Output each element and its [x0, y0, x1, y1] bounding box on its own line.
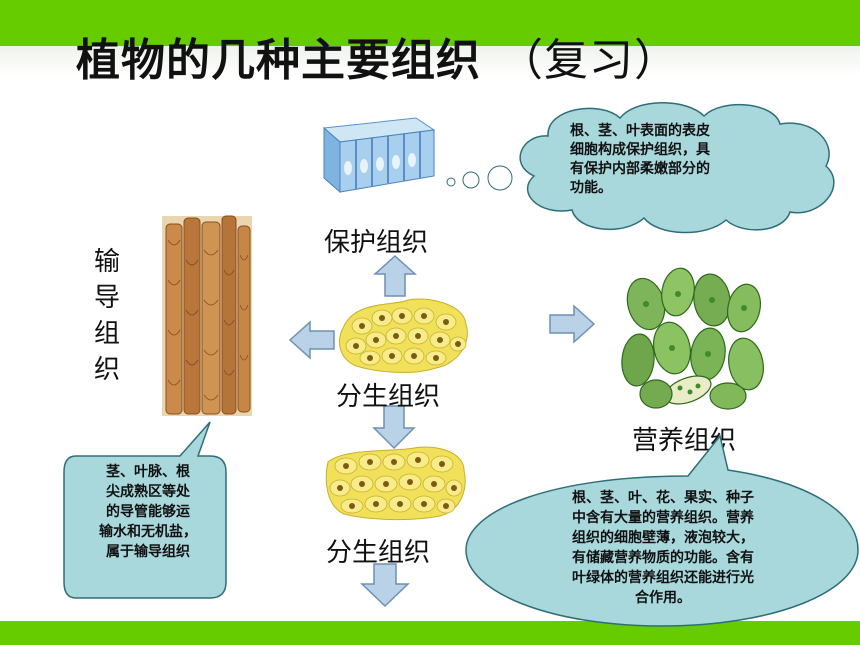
protective-tissue-label: 保护组织 — [324, 228, 429, 258]
nutrient-callout-text: 根、茎、叶、花、果实、种子 中含有大量的营养组织。营养 组织的细胞壁薄，液泡较大… — [518, 488, 808, 608]
meristem-tissue-image — [339, 298, 468, 373]
slide-title: 植物的几种主要组织 （复习） — [76, 24, 679, 88]
conducting-label-char: 组 — [93, 319, 120, 349]
conducting-callout-line: 属于输导组织 — [106, 544, 190, 560]
nutrient-callout-line: 根、茎、叶、花、果实、种子 — [572, 490, 754, 506]
conducting-callout-text: 茎、叶脉、根 尖成熟区等处 的导管能够运 输水和无机盐， 属于输导组织 — [78, 462, 218, 562]
conducting-callout-line: 的导管能够运 — [106, 504, 190, 520]
nutrient-callout-line: 叶绿体的营养组织还能进行光 — [572, 570, 754, 586]
conducting-label-char: 织 — [93, 355, 120, 385]
conducting-tissue-image — [162, 215, 252, 416]
protective-callout-line: 功能。 — [570, 180, 612, 196]
meristem-tissue-image-bottom — [325, 446, 466, 521]
meristem-tissue-label-center: 分生组织 — [336, 382, 441, 412]
nutrient-callout-line: 组织的细胞壁薄，液泡较大， — [572, 530, 754, 546]
nutrient-callout-bubble — [465, 434, 859, 627]
protective-tissue-image — [322, 117, 436, 194]
conducting-label-char: 导 — [93, 283, 120, 313]
thought-bubble-dots — [446, 165, 513, 191]
slide-title-main: 植物的几种主要组织 — [76, 35, 481, 86]
arrow-down-middle — [372, 405, 416, 450]
conducting-callout-line: 尖成熟区等处 — [106, 484, 190, 500]
protective-callout-line: 根、茎、叶表面的表皮 — [570, 123, 710, 139]
bottom-green-band — [0, 621, 860, 645]
arrow-up — [373, 254, 417, 297]
arrow-right — [549, 304, 596, 344]
protective-callout-line: 有保护内部柔嫩部分的 — [570, 161, 710, 177]
top-green-band — [0, 0, 860, 46]
nutrient-callout-line: 中含有大量的营养组织。营养 — [572, 510, 754, 526]
protective-callout-cloud — [519, 102, 835, 234]
conducting-label-char: 输 — [93, 247, 120, 277]
meristem-tissue-label-bottom: 分生组织 — [326, 538, 431, 568]
nutrient-tissue-image — [621, 267, 764, 410]
conducting-callout-box — [63, 421, 227, 599]
header-shadow — [0, 46, 860, 76]
protective-callout-line: 细胞构成保护组织，具 — [570, 142, 710, 158]
arrow-left — [288, 320, 335, 360]
nutrient-callout-line: 合作用。 — [635, 590, 691, 606]
slide-title-sub: （复习） — [499, 35, 679, 86]
conducting-tissue-label: 输 导 组 织 — [92, 244, 122, 388]
conducting-callout-line: 输水和无机盐， — [99, 524, 197, 540]
conducting-callout-line: 茎、叶脉、根 — [106, 464, 190, 480]
arrow-down-bottom — [360, 563, 410, 608]
protective-callout-text: 根、茎、叶表面的表皮 细胞构成保护组织，具 有保护内部柔嫩部分的 功能。 — [570, 122, 780, 198]
nutrient-callout-line: 有储藏营养物质的功能。含有 — [572, 550, 754, 566]
